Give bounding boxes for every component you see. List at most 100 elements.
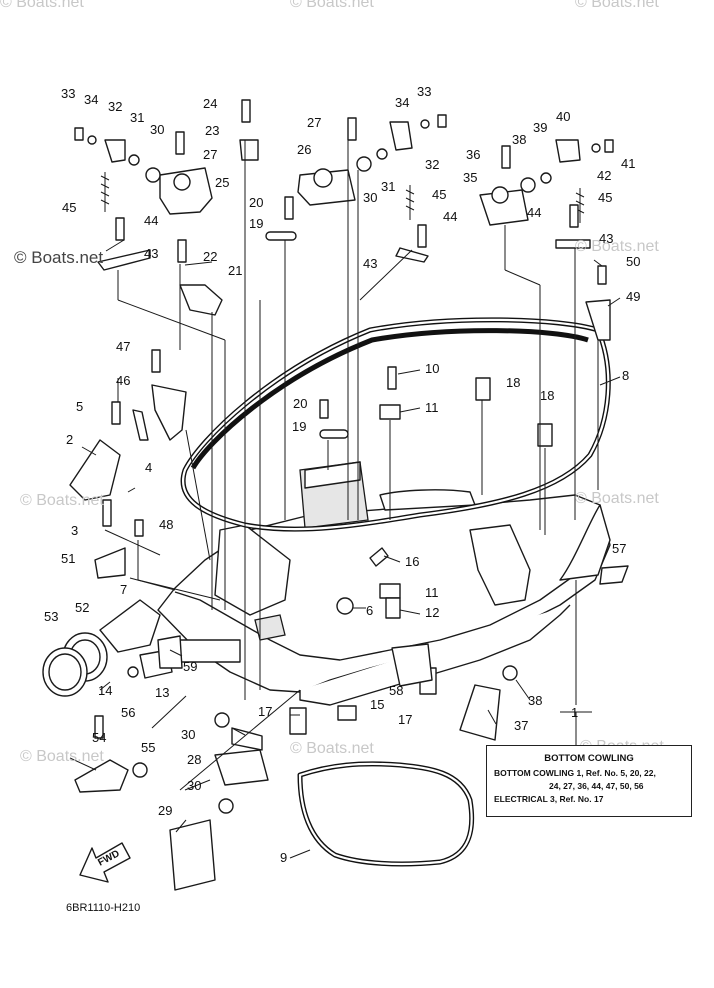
callout-34a: 34 bbox=[84, 92, 98, 107]
callout-1: 1 bbox=[571, 705, 578, 720]
callout-31b: 31 bbox=[381, 179, 395, 194]
callout-43a: 43 bbox=[144, 246, 158, 261]
callout-27a: 27 bbox=[203, 147, 217, 162]
watermark: © Boats.net bbox=[575, 238, 659, 255]
note-line-2: 24, 27, 36, 44, 47, 50, 56 bbox=[549, 781, 644, 791]
callout-14: 14 bbox=[98, 683, 112, 698]
watermark: © Boats.net bbox=[290, 0, 374, 11]
watermark: © Boats.net bbox=[0, 0, 84, 11]
callout-31a: 31 bbox=[130, 110, 144, 125]
callout-39: 39 bbox=[533, 120, 547, 135]
callout-37: 37 bbox=[514, 718, 528, 733]
fwd-arrow-icon: FWD bbox=[79, 842, 131, 883]
callout-10: 10 bbox=[425, 361, 439, 376]
callout-20b: 20 bbox=[293, 396, 307, 411]
callout-24: 24 bbox=[203, 96, 217, 111]
callout-45b: 45 bbox=[432, 187, 446, 202]
callout-30b: 30 bbox=[363, 190, 377, 205]
callout-8: 8 bbox=[622, 368, 629, 383]
lower-parts bbox=[42, 599, 518, 891]
callout-44a: 44 bbox=[144, 213, 158, 228]
callout-59: 59 bbox=[183, 659, 197, 674]
callout-41: 41 bbox=[621, 156, 635, 171]
callout-17a: 17 bbox=[258, 704, 272, 719]
callout-45c: 45 bbox=[598, 190, 612, 205]
callout-19a: 19 bbox=[249, 216, 263, 231]
callout-22: 22 bbox=[203, 249, 217, 264]
callout-21: 21 bbox=[228, 263, 242, 278]
parts-note-box: BOTTOM COWLING BOTTOM COWLING 1, Ref. No… bbox=[486, 745, 692, 817]
callout-17b: 17 bbox=[398, 712, 412, 727]
callout-50: 50 bbox=[626, 254, 640, 269]
callout-34b: 34 bbox=[395, 95, 409, 110]
callout-54: 54 bbox=[92, 730, 106, 745]
upper-parts bbox=[69, 99, 629, 739]
leader-lines bbox=[69, 140, 621, 859]
callout-51: 51 bbox=[61, 551, 75, 566]
callout-13: 13 bbox=[155, 685, 169, 700]
bottom-gasket bbox=[297, 761, 475, 867]
callout-5: 5 bbox=[76, 399, 83, 414]
callout-42: 42 bbox=[597, 168, 611, 183]
callout-4: 4 bbox=[145, 460, 152, 475]
callout-32b: 32 bbox=[425, 157, 439, 172]
callout-58: 58 bbox=[389, 683, 403, 698]
callout-20a: 20 bbox=[249, 195, 263, 210]
callout-53: 53 bbox=[44, 609, 58, 624]
callout-46: 46 bbox=[116, 373, 130, 388]
callout-30c: 30 bbox=[181, 727, 195, 742]
callout-38b: 38 bbox=[528, 693, 542, 708]
callout-30d: 30 bbox=[187, 778, 201, 793]
callout-9: 9 bbox=[280, 850, 287, 865]
callout-43c: 43 bbox=[599, 231, 613, 246]
watermark: © Boats.net bbox=[14, 248, 104, 267]
callout-49: 49 bbox=[626, 289, 640, 304]
watermark: © Boats.net bbox=[575, 490, 659, 507]
callout-38a: 38 bbox=[512, 132, 526, 147]
watermark: © Boats.net bbox=[575, 0, 659, 11]
callout-18a: 18 bbox=[506, 375, 520, 390]
callout-29: 29 bbox=[158, 803, 172, 818]
callout-44c: 44 bbox=[527, 205, 541, 220]
callout-43b: 43 bbox=[363, 256, 377, 271]
note-title: BOTTOM COWLING bbox=[544, 753, 634, 764]
callout-12: 12 bbox=[425, 605, 439, 620]
callout-3: 3 bbox=[71, 523, 78, 538]
callout-35: 35 bbox=[463, 170, 477, 185]
callout-6: 6 bbox=[366, 603, 373, 618]
callout-7: 7 bbox=[120, 582, 127, 597]
watermark: © Boats.net bbox=[290, 740, 374, 757]
note-line-1: BOTTOM COWLING 1, Ref. No. 5, 20, 22, bbox=[494, 768, 656, 778]
callout-28: 28 bbox=[187, 752, 201, 767]
callout-33a: 33 bbox=[61, 86, 75, 101]
callout-30a: 30 bbox=[150, 122, 164, 137]
callout-11a: 11 bbox=[425, 400, 439, 415]
callout-25: 25 bbox=[215, 175, 229, 190]
callout-44b: 44 bbox=[443, 209, 457, 224]
callout-11b: 11 bbox=[425, 585, 439, 600]
callout-32a: 32 bbox=[108, 99, 122, 114]
callout-15: 15 bbox=[370, 697, 384, 712]
watermark: © Boats.net bbox=[20, 492, 104, 509]
callout-19b: 19 bbox=[292, 419, 306, 434]
callout-23: 23 bbox=[205, 123, 219, 138]
callout-48: 48 bbox=[159, 517, 173, 532]
callout-55: 55 bbox=[141, 740, 155, 755]
watermark: © Boats.net bbox=[20, 748, 104, 765]
callout-labels: 1 2 3 4 5 6 7 8 9 10 11 11 12 13 14 15 1… bbox=[44, 84, 640, 865]
callout-52: 52 bbox=[75, 600, 89, 615]
callout-47: 47 bbox=[116, 339, 130, 354]
callout-33b: 33 bbox=[417, 84, 431, 99]
callout-45a: 45 bbox=[62, 200, 76, 215]
callout-27b: 27 bbox=[307, 115, 321, 130]
callout-57: 57 bbox=[612, 541, 626, 556]
callout-26: 26 bbox=[297, 142, 311, 157]
callout-2: 2 bbox=[66, 432, 73, 447]
callout-18b: 18 bbox=[540, 388, 554, 403]
callout-40: 40 bbox=[556, 109, 570, 124]
diagram-code: 6BR1110-H210 bbox=[66, 902, 141, 914]
callout-56: 56 bbox=[121, 705, 135, 720]
callout-36: 36 bbox=[466, 147, 480, 162]
note-line-3: ELECTRICAL 3, Ref. No. 17 bbox=[494, 794, 604, 804]
